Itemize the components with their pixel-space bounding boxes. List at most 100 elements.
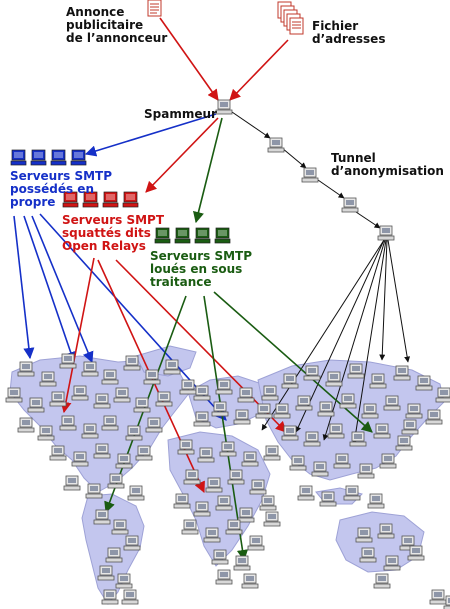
arrow-blue-to-target-2 xyxy=(23,215,77,364)
computer-icon-target xyxy=(205,477,223,493)
computer-icon-target xyxy=(393,365,411,381)
computer-icon-target xyxy=(93,443,111,459)
computer-icon-target xyxy=(343,485,361,501)
computer-icon-target xyxy=(281,373,299,389)
server-icon-red xyxy=(62,191,79,208)
computer-icon-target xyxy=(369,373,387,389)
arrow-tunnel-2 xyxy=(281,147,307,169)
arrow-tunnel-to-target-6 xyxy=(387,239,411,363)
computer-icon-target xyxy=(395,435,413,451)
computer-icon-tunnel xyxy=(301,167,319,183)
computer-icon-target xyxy=(357,463,375,479)
computer-icon-target xyxy=(81,423,99,439)
computer-icon-target xyxy=(97,565,115,581)
computer-icon-target xyxy=(59,415,77,431)
computer-icon-target xyxy=(81,361,99,377)
computer-icon-target xyxy=(303,431,321,447)
map-australia xyxy=(335,511,425,573)
computer-icon-target xyxy=(193,411,211,427)
computer-icon-target xyxy=(59,353,77,369)
computer-icon-target xyxy=(163,359,181,375)
computer-icon-target xyxy=(39,371,57,387)
computer-icon-target xyxy=(425,409,443,425)
label-annonce: Annonce publicitaire de l’annonceur xyxy=(66,5,168,45)
computer-icon-target xyxy=(295,395,313,411)
computer-icon-target xyxy=(179,379,197,395)
computer-icon-target xyxy=(143,369,161,385)
computer-icon-target xyxy=(71,451,89,467)
arrow-tunnel-to-target-5 xyxy=(379,239,388,361)
computer-icon-target xyxy=(197,447,215,463)
computer-icon-target xyxy=(255,403,273,419)
computer-icon-target xyxy=(177,439,195,455)
computer-icon-target xyxy=(435,387,450,403)
computer-icon-target xyxy=(383,395,401,411)
label-red-servers: Serveurs SMPT squattés dits Open Relays xyxy=(62,213,165,253)
computer-icon-target xyxy=(233,555,251,571)
computer-icon-target xyxy=(173,493,191,509)
computer-icon-target xyxy=(443,595,450,609)
computer-icon-target xyxy=(289,455,307,471)
computer-icon-target xyxy=(17,417,35,433)
computer-icon-target xyxy=(105,547,123,563)
computer-icon-target xyxy=(339,393,357,409)
computer-icon-target xyxy=(183,469,201,485)
arrow-tunnel-to-target-2 xyxy=(295,239,385,433)
server-icon-red xyxy=(122,191,139,208)
computer-icon-target xyxy=(49,391,67,407)
computer-icon-target xyxy=(211,401,229,417)
computer-icon-target xyxy=(261,385,279,401)
arrow-spammeur-to-blue xyxy=(84,113,217,157)
arrow-tunnel-1 xyxy=(231,111,271,139)
computer-icon-target xyxy=(325,371,343,387)
arrow-spammeur-to-green xyxy=(193,117,223,224)
computer-icon-target xyxy=(311,461,329,477)
computer-icon-target xyxy=(193,385,211,401)
map-north-america xyxy=(9,355,191,493)
label-fichier: Fichier d’adresses xyxy=(312,19,386,46)
label-tunnel: Tunnel d’anonymisation xyxy=(331,151,444,178)
computer-icon-target xyxy=(273,403,291,419)
server-icon-red xyxy=(82,191,99,208)
computer-icon-target xyxy=(383,555,401,571)
computer-icon-target xyxy=(303,365,321,381)
computer-icon-target xyxy=(241,451,259,467)
computer-icon-target xyxy=(349,431,367,447)
arrow-blue-to-target-3 xyxy=(31,215,94,364)
computer-icon-target xyxy=(101,369,119,385)
server-icon-blue xyxy=(50,149,67,166)
computer-icon-target xyxy=(227,469,245,485)
computer-icon-target xyxy=(5,387,23,403)
computer-icon-target xyxy=(113,387,131,403)
computer-icon-target xyxy=(297,485,315,501)
computer-icon-target xyxy=(415,375,433,391)
arrow-tunnel-3 xyxy=(317,179,345,199)
computer-icon-target xyxy=(215,495,233,511)
computer-icon-target xyxy=(93,509,111,525)
computer-icon-target xyxy=(145,417,163,433)
computer-icon-target xyxy=(355,527,373,543)
computer-icon-target xyxy=(215,379,233,395)
computer-icon-target xyxy=(241,573,259,589)
computer-icon-target xyxy=(405,403,423,419)
computer-icon-target xyxy=(17,361,35,377)
computer-icon-target xyxy=(101,415,119,431)
arrow-blue-to-target-4 xyxy=(39,213,227,421)
server-icon-green xyxy=(174,227,191,244)
server-icon-blue xyxy=(70,149,87,166)
icon-layer xyxy=(5,99,450,609)
server-icon-red xyxy=(102,191,119,208)
computer-icon-target xyxy=(327,423,345,439)
arrow-tunnel-4 xyxy=(355,211,381,229)
computer-icon-target xyxy=(71,385,89,401)
computer-icon-tunnel xyxy=(341,197,359,213)
computer-icon-target xyxy=(115,453,133,469)
document-icon xyxy=(147,0,162,17)
arrow-tunnel-to-target-4 xyxy=(351,239,387,445)
computer-icon-tunnel xyxy=(267,137,285,153)
arrow-green-to-target-2 xyxy=(203,295,249,562)
label-blue-servers: Serveurs SMTP possédés en propre xyxy=(10,169,113,209)
arrows xyxy=(13,17,411,562)
server-icon-green xyxy=(154,227,171,244)
arrow-spammeur-to-red xyxy=(145,117,219,193)
